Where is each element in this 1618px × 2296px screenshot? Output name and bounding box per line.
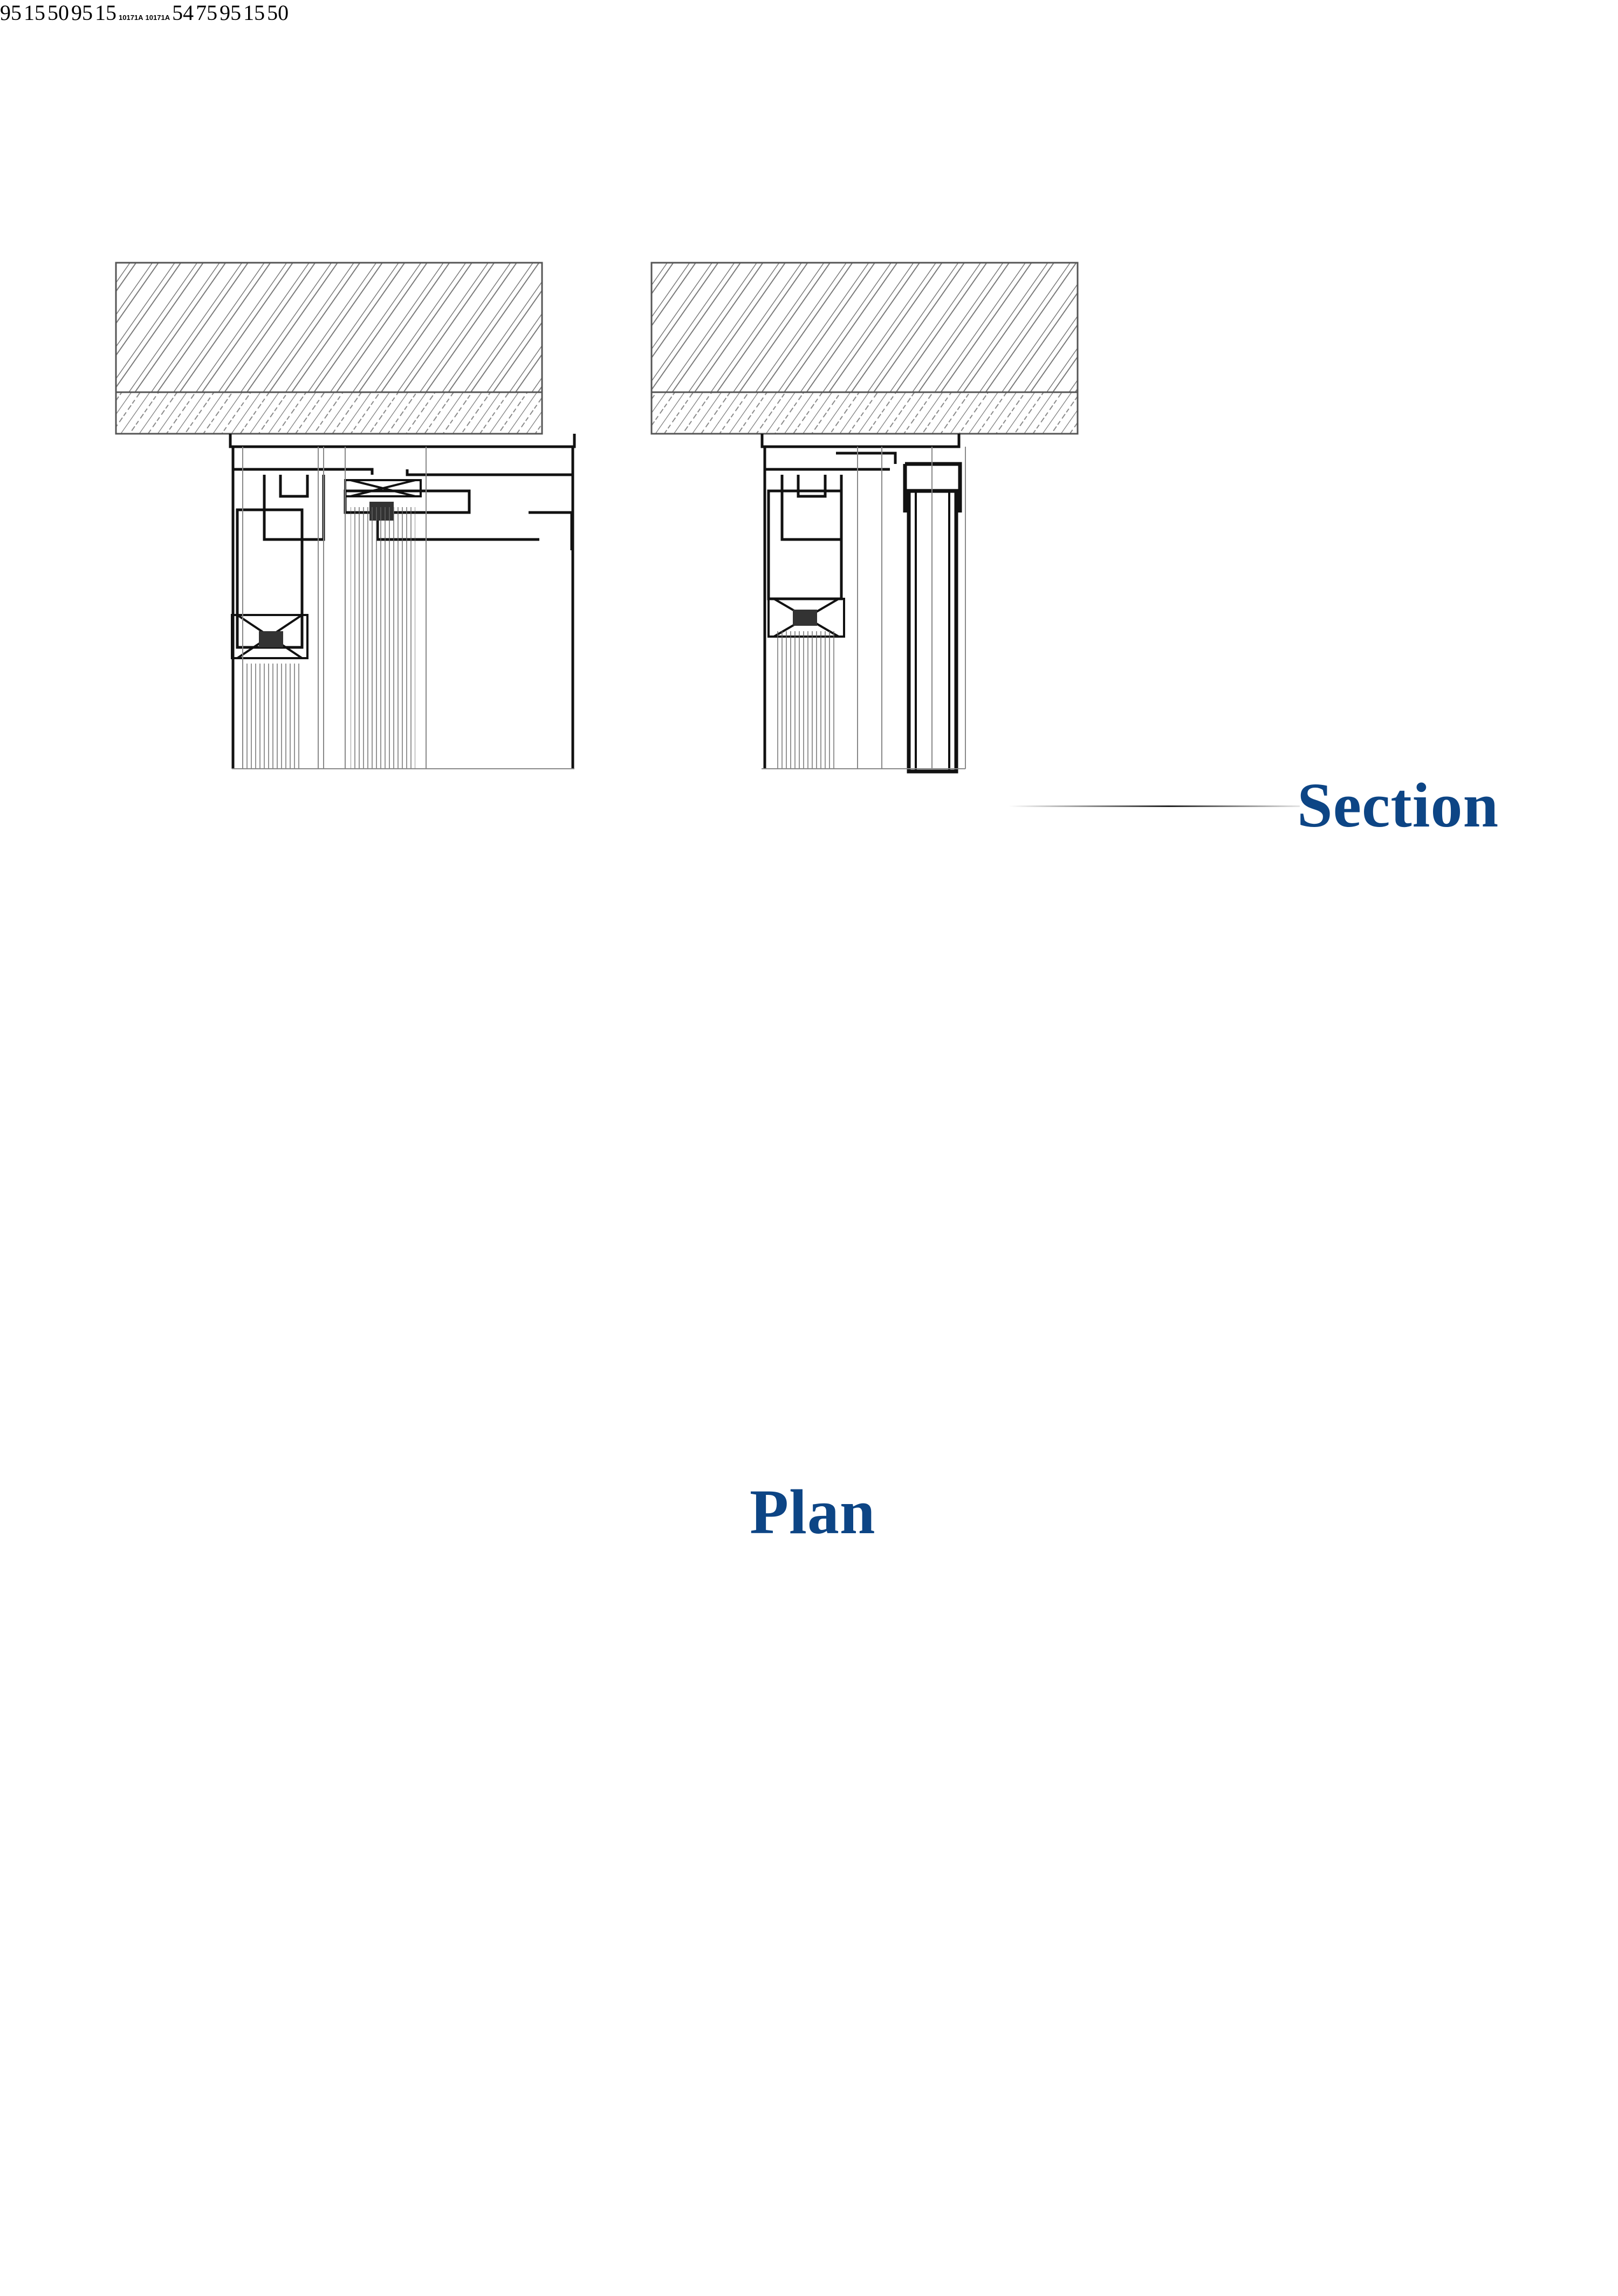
section-head-left — [115, 262, 576, 769]
spacer-bar: 95 15 50 — [0, 1, 71, 25]
floor-slab: 95 15 50 — [0, 1, 71, 25]
gasket: 54 75 — [172, 1, 220, 25]
dimension-label: 15 — [243, 1, 265, 25]
plan-jamb-right: 95 15 50 — [220, 1, 289, 25]
gasket: 95 15 50 — [220, 1, 289, 25]
section-sill-left: 95 15 50 — [0, 1, 71, 25]
gasket-code-label: 10171A — [145, 13, 170, 22]
dimension-label: 95 — [71, 1, 93, 25]
section-sill-right: 95 15 — [71, 1, 119, 25]
dimension-label: 15 — [24, 1, 45, 25]
plan-interlock: 10171A 10171A — [119, 1, 220, 25]
dimension-label: 95 — [220, 1, 242, 25]
lintel-concrete — [650, 262, 1079, 393]
floor-slab: 95 15 — [71, 1, 119, 25]
spacer-bar — [793, 610, 817, 626]
construction-lines — [232, 447, 574, 769]
glazing — [777, 631, 836, 769]
floor-screed: 95 15 50 — [0, 1, 71, 25]
floor-screed: 95 15 — [71, 1, 119, 25]
glazing: 95 15 — [71, 1, 119, 25]
section-title-rule — [1009, 805, 1300, 807]
gasket: 54 75 — [172, 1, 220, 25]
head-sash-right — [344, 479, 422, 497]
glazing-right: 95 15 50 — [0, 1, 71, 25]
lintel-screed — [115, 391, 543, 435]
gasket: 10171A 10171A — [119, 1, 220, 25]
dimension-label: 50 — [267, 1, 289, 25]
section-title: Section — [1297, 770, 1499, 840]
dimension-label: 75 — [196, 1, 218, 25]
spacer-bar: 95 15 — [71, 1, 119, 25]
spacer-bar: 95 15 50 — [0, 1, 71, 25]
gasket: 95 15 50 — [220, 1, 289, 25]
construction-lines — [762, 447, 966, 769]
lintel-concrete — [115, 262, 543, 393]
dimension-label: 54 — [172, 1, 194, 25]
lintel-screed — [650, 391, 1079, 435]
section-head-right — [650, 262, 1079, 774]
plan-title: Plan — [750, 1477, 876, 1547]
gasket-code-label: 10171A — [119, 13, 143, 22]
dimension-label: 95 — [0, 1, 22, 25]
wall-masonry: 95 15 50 — [220, 1, 289, 25]
flyscreen-inner — [915, 491, 950, 771]
gasket: 10171A 10171A — [119, 1, 220, 25]
dimension-label: 15 — [95, 1, 116, 25]
glazing-left — [243, 664, 302, 769]
wall-plaster: 95 15 50 — [220, 1, 289, 25]
glazing-right — [351, 507, 415, 769]
dimension-label: 50 — [47, 1, 69, 25]
spacer-bar — [259, 631, 283, 647]
head-frame-profile — [229, 434, 576, 769]
glazing-left: 95 15 50 — [0, 1, 71, 25]
